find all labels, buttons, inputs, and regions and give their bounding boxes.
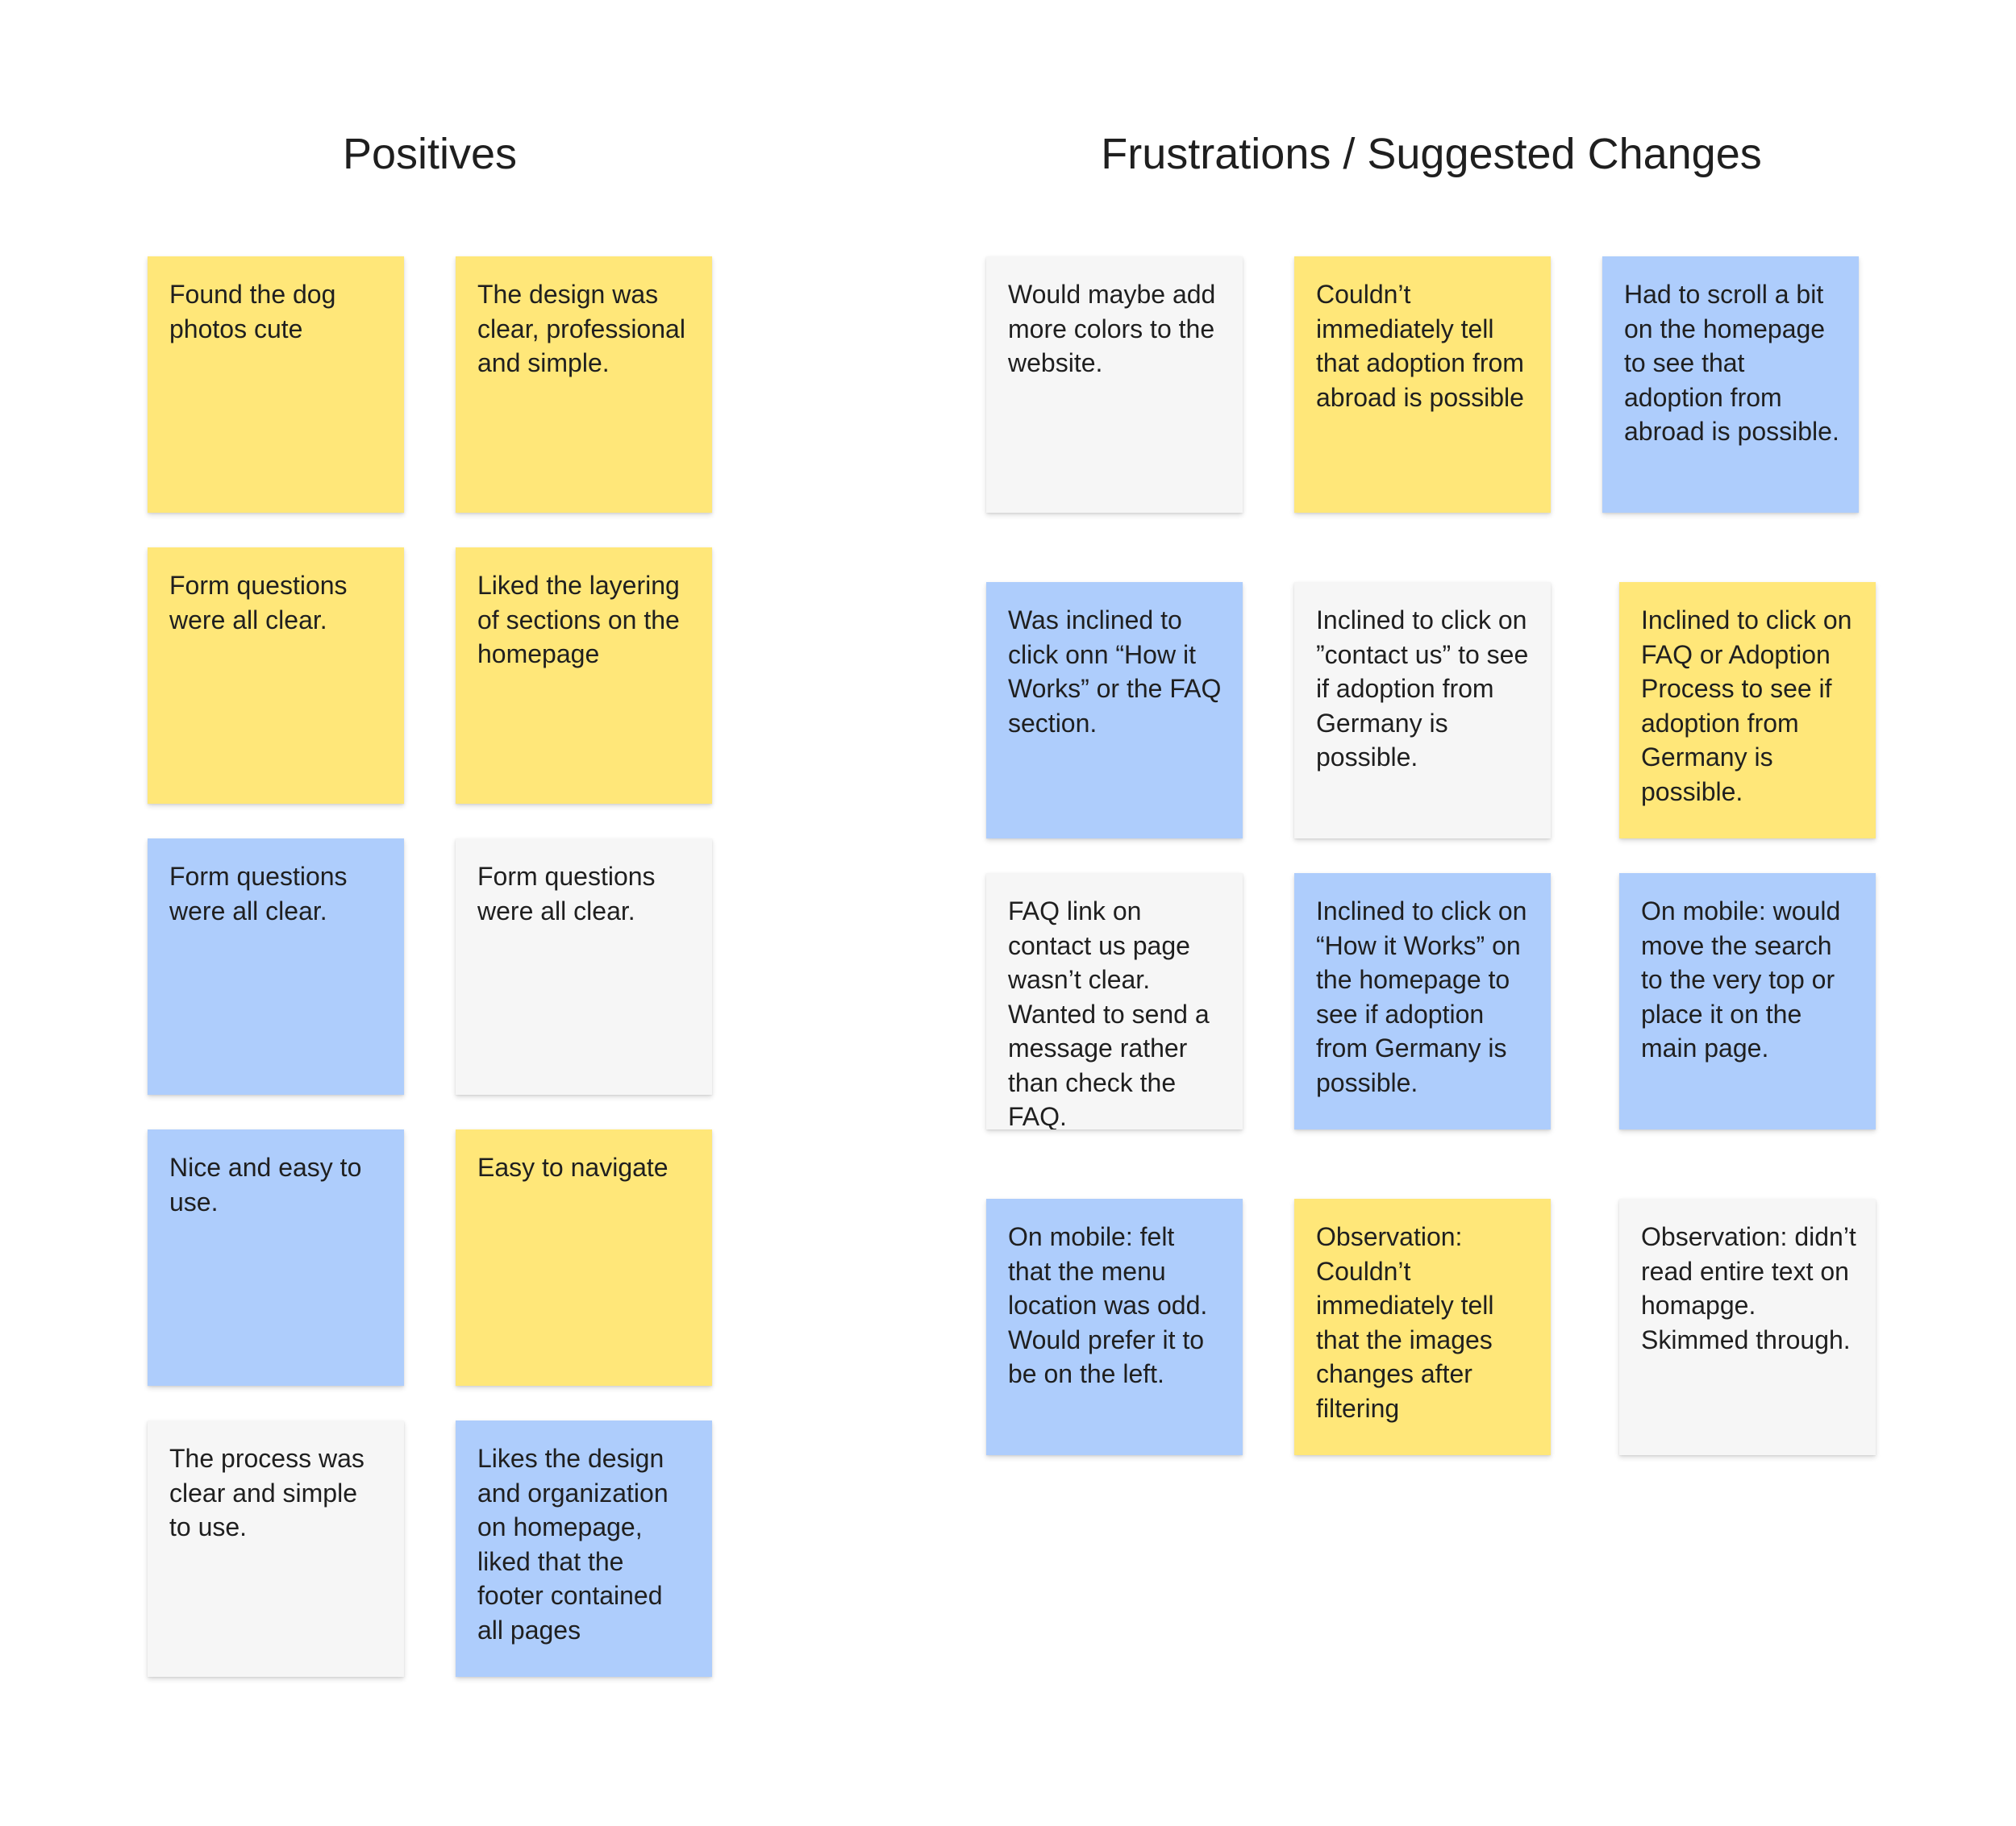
- sticky-note-text: Inclined to click on ”contact us” to see…: [1316, 605, 1529, 772]
- sticky-note-text: Form questions were all clear.: [477, 862, 656, 925]
- positive-sticky-note[interactable]: Liked the layering of sections on the ho…: [456, 547, 712, 804]
- frustration-sticky-note[interactable]: Inclined to click on “How it Works” on t…: [1294, 873, 1551, 1129]
- sticky-note-text: On mobile: would move the search to the …: [1641, 896, 1841, 1063]
- sticky-note-text: On mobile: felt that the menu location w…: [1008, 1222, 1208, 1388]
- positive-sticky-note[interactable]: Nice and easy to use.: [148, 1129, 404, 1386]
- frustration-sticky-note[interactable]: Had to scroll a bit on the homepage to s…: [1602, 256, 1859, 513]
- sticky-note-text: FAQ link on contact us page wasn’t clear…: [1008, 896, 1210, 1129]
- positive-sticky-note[interactable]: Found the dog photos cute: [148, 256, 404, 513]
- sticky-note-text: Observation: Couldn’t immediately tell t…: [1316, 1222, 1494, 1423]
- sticky-note-text: Nice and easy to use.: [169, 1153, 362, 1217]
- frustration-sticky-note[interactable]: On mobile: would move the search to the …: [1619, 873, 1876, 1129]
- sticky-note-text: Inclined to click on “How it Works” on t…: [1316, 896, 1527, 1097]
- sticky-note-text: Liked the layering of sections on the ho…: [477, 571, 680, 668]
- frustration-sticky-note[interactable]: On mobile: felt that the menu location w…: [986, 1199, 1243, 1455]
- sticky-note-text: Had to scroll a bit on the homepage to s…: [1624, 280, 1839, 446]
- positive-sticky-note[interactable]: The process was clear and simple to use.: [148, 1420, 404, 1677]
- frustration-sticky-note[interactable]: Was inclined to click onn “How it Works”…: [986, 582, 1243, 838]
- frustration-sticky-note[interactable]: Inclined to click on FAQ or Adoption Pro…: [1619, 582, 1876, 838]
- positives-heading: Positives: [342, 130, 518, 178]
- frustration-sticky-note[interactable]: FAQ link on contact us page wasn’t clear…: [986, 873, 1243, 1129]
- frustration-sticky-note[interactable]: Would maybe add more colors to the websi…: [986, 256, 1243, 513]
- frustration-sticky-note[interactable]: Couldn’t immediately tell that adoption …: [1294, 256, 1551, 513]
- positive-sticky-note[interactable]: Form questions were all clear.: [148, 838, 404, 1095]
- sticky-note-text: Form questions were all clear.: [169, 571, 348, 634]
- sticky-note-text: Likes the design and organization on hom…: [477, 1444, 669, 1645]
- frustration-sticky-note[interactable]: Observation: Couldn’t immediately tell t…: [1294, 1199, 1551, 1455]
- sticky-note-text: Inclined to click on FAQ or Adoption Pro…: [1641, 605, 1852, 806]
- sticky-note-text: Observation: didn’t read entire text on …: [1641, 1222, 1856, 1354]
- sticky-note-text: The process was clear and simple to use.: [169, 1444, 364, 1541]
- sticky-note-text: Easy to navigate: [477, 1153, 669, 1182]
- frustrations-heading: Frustrations / Suggested Changes: [1101, 130, 1762, 178]
- positive-sticky-note[interactable]: The design was clear, professional and s…: [456, 256, 712, 513]
- positive-sticky-note[interactable]: Form questions were all clear.: [456, 838, 712, 1095]
- sticky-note-text: The design was clear, professional and s…: [477, 280, 685, 377]
- positive-sticky-note[interactable]: Form questions were all clear.: [148, 547, 404, 804]
- sticky-note-text: Form questions were all clear.: [169, 862, 348, 925]
- sticky-note-text: Found the dog photos cute: [169, 280, 336, 343]
- sticky-note-text: Couldn’t immediately tell that adoption …: [1316, 280, 1524, 412]
- positive-sticky-note[interactable]: Easy to navigate: [456, 1129, 712, 1386]
- sticky-note-text: Would maybe add more colors to the websi…: [1008, 280, 1216, 377]
- positive-sticky-note[interactable]: Likes the design and organization on hom…: [456, 1420, 712, 1677]
- frustration-sticky-note[interactable]: Observation: didn’t read entire text on …: [1619, 1199, 1876, 1455]
- frustration-sticky-note[interactable]: Inclined to click on ”contact us” to see…: [1294, 582, 1551, 838]
- sticky-note-text: Was inclined to click onn “How it Works”…: [1008, 605, 1222, 738]
